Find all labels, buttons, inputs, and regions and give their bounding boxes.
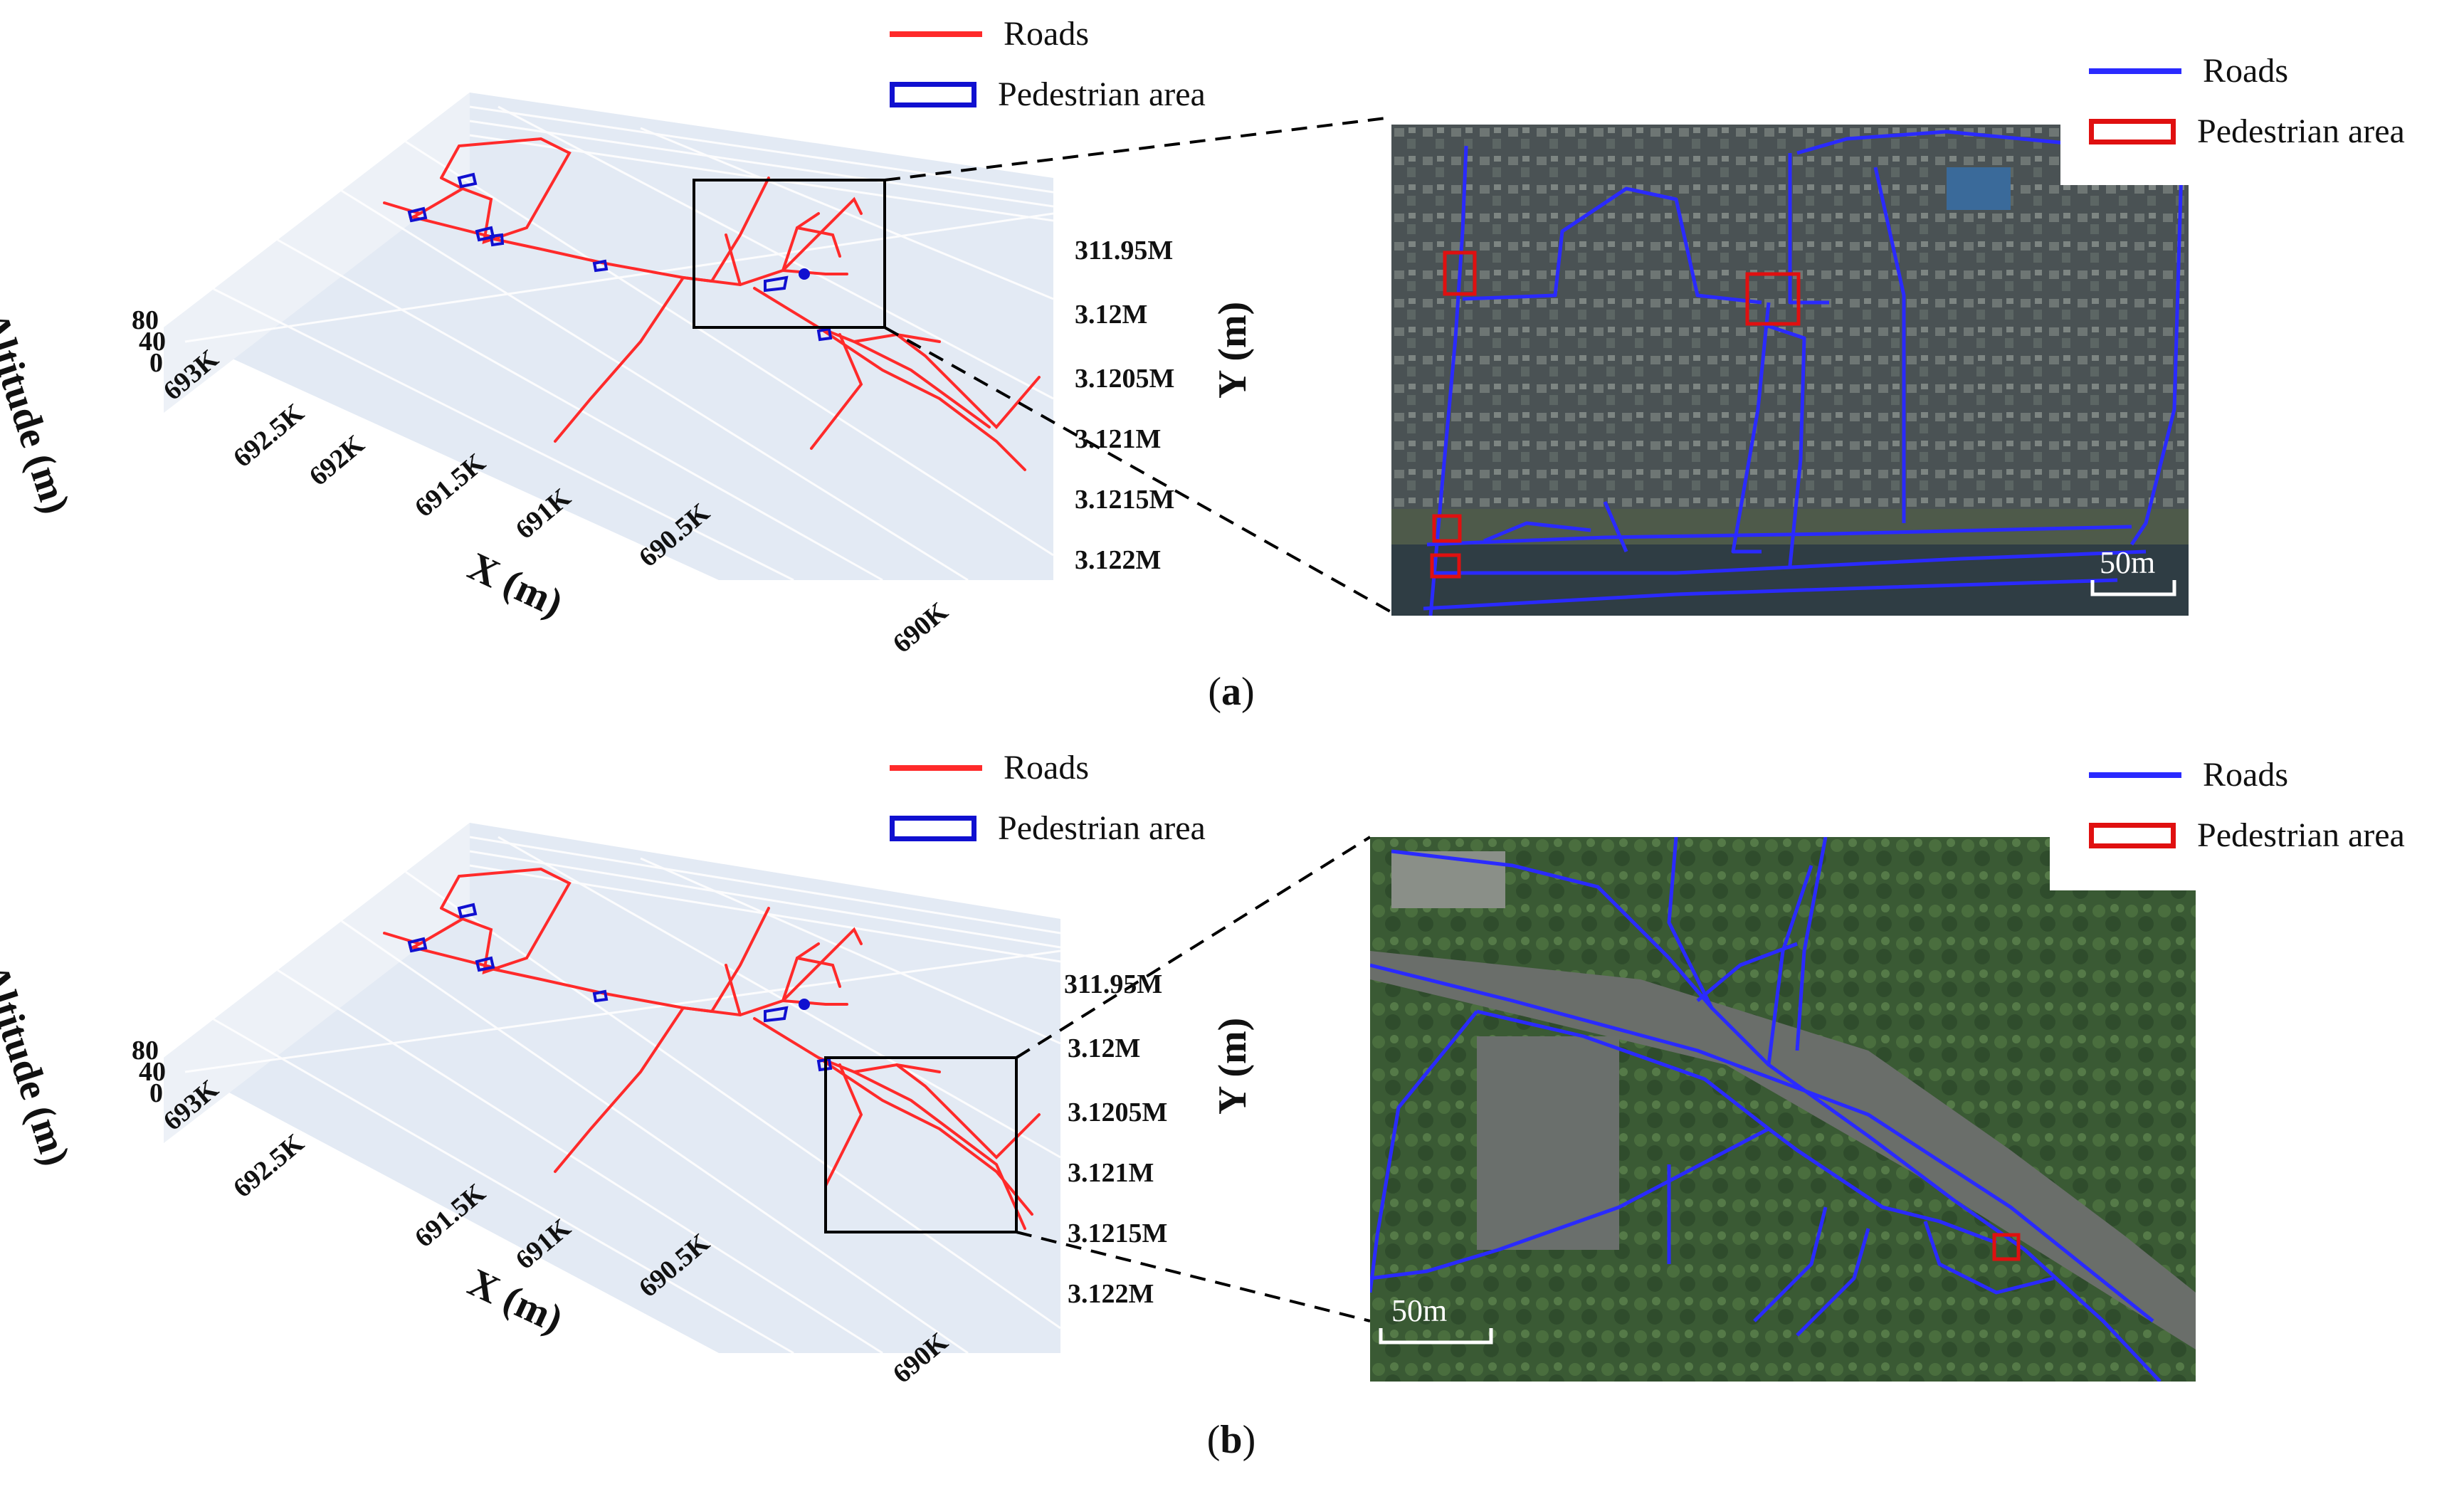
red-box-swatch [2089, 118, 2176, 144]
y-axis-title: Y (m) [1211, 1017, 1255, 1115]
zoom-connector-bottom [1016, 1231, 1371, 1322]
blue-line-swatch [2089, 772, 2181, 778]
legend-label: Pedestrian area [2197, 816, 2405, 854]
zoom-connector-top [1015, 836, 1371, 1059]
z-tick: 0 [149, 348, 163, 378]
y-axis-title: Y (m) [1211, 301, 1255, 399]
map-legend-roads: Roads [2089, 755, 2288, 794]
plot-roads [383, 137, 1041, 471]
caption-b: (b) [1206, 1418, 1256, 1462]
panel-a: Roads Pedestrian area Altitude (m) X (m)… [0, 0, 2464, 744]
plot-grid [184, 836, 1061, 1354]
blue-line-swatch [2089, 68, 2181, 74]
map-a-drawing [1391, 125, 2189, 616]
y-tick: 3.1215M [1068, 1219, 1168, 1248]
y-tick: 311.95M [1064, 969, 1163, 999]
plot-legend-roads: Roads [890, 14, 1089, 53]
panel-a-3d-plot [164, 93, 1392, 614]
y-tick: 311.95M [1075, 236, 1174, 265]
map-legend-background [2060, 43, 2464, 185]
z-tick: 40 [139, 1057, 166, 1087]
map-b-drawing [1370, 837, 2196, 1382]
zoom-connector-bottom [884, 326, 1392, 614]
panel-b-3d-plot [164, 823, 1371, 1354]
blue-box-swatch [890, 815, 976, 841]
scale-bar-label: 50m [1391, 1293, 1448, 1328]
red-line-swatch [890, 31, 982, 37]
y-tick: 3.1205M [1075, 364, 1175, 394]
zoom-connector-top [884, 116, 1392, 181]
map-legend-roads: Roads [2089, 51, 2288, 90]
satellite-map-b: 50m [1370, 837, 2196, 1382]
plot-wall [164, 823, 470, 1143]
y-tick: 3.121M [1068, 1158, 1154, 1188]
zoom-rectangle [693, 179, 886, 329]
y-tick: 3.122M [1075, 545, 1162, 575]
plot-legend-pedestrian: Pedestrian area [890, 75, 1206, 114]
legend-label: Pedestrian area [2197, 112, 2405, 150]
red-line-swatch [890, 764, 982, 771]
plot-legend-pedestrian: Pedestrian area [890, 809, 1206, 848]
legend-label: Roads [2203, 756, 2288, 794]
z-tick: 0 [149, 1078, 163, 1108]
blue-box-swatch [890, 81, 976, 107]
zoom-rectangle [824, 1056, 1018, 1233]
map-legend-pedestrian: Pedestrian area [2089, 112, 2405, 151]
panel-b: Roads Pedestrian area Altitude (m) X (m)… [0, 744, 2464, 1489]
plot-roads [383, 867, 1041, 1230]
z-tick: 80 [132, 1036, 159, 1066]
legend-label: Roads [1004, 749, 1089, 786]
plot-grid [184, 105, 1054, 582]
map-legend-background [2050, 748, 2464, 890]
y-tick: 3.1215M [1075, 485, 1175, 515]
y-tick: 3.122M [1068, 1279, 1154, 1309]
caption-a: (a) [1208, 670, 1255, 714]
plot-legend-roads: Roads [890, 748, 1089, 787]
legend-label: Pedestrian area [998, 809, 1206, 847]
z-tick: 40 [139, 327, 166, 357]
y-tick: 3.1205M [1068, 1098, 1168, 1127]
red-box-swatch [2089, 822, 2176, 848]
legend-label: Roads [1004, 15, 1089, 53]
y-tick: 3.12M [1075, 300, 1148, 330]
y-tick: 3.121M [1075, 424, 1162, 454]
legend-label: Pedestrian area [998, 75, 1206, 113]
satellite-map-a: 50m [1391, 125, 2189, 616]
legend-label: Roads [2203, 52, 2288, 90]
y-tick: 3.12M [1068, 1033, 1141, 1063]
scale-bar-label: 50m [2100, 545, 2156, 580]
plot-pedestrian-areas [407, 903, 833, 1072]
plot-pedestrian-areas [407, 172, 833, 342]
map-legend-pedestrian: Pedestrian area [2089, 816, 2405, 855]
z-tick: 80 [132, 305, 159, 335]
